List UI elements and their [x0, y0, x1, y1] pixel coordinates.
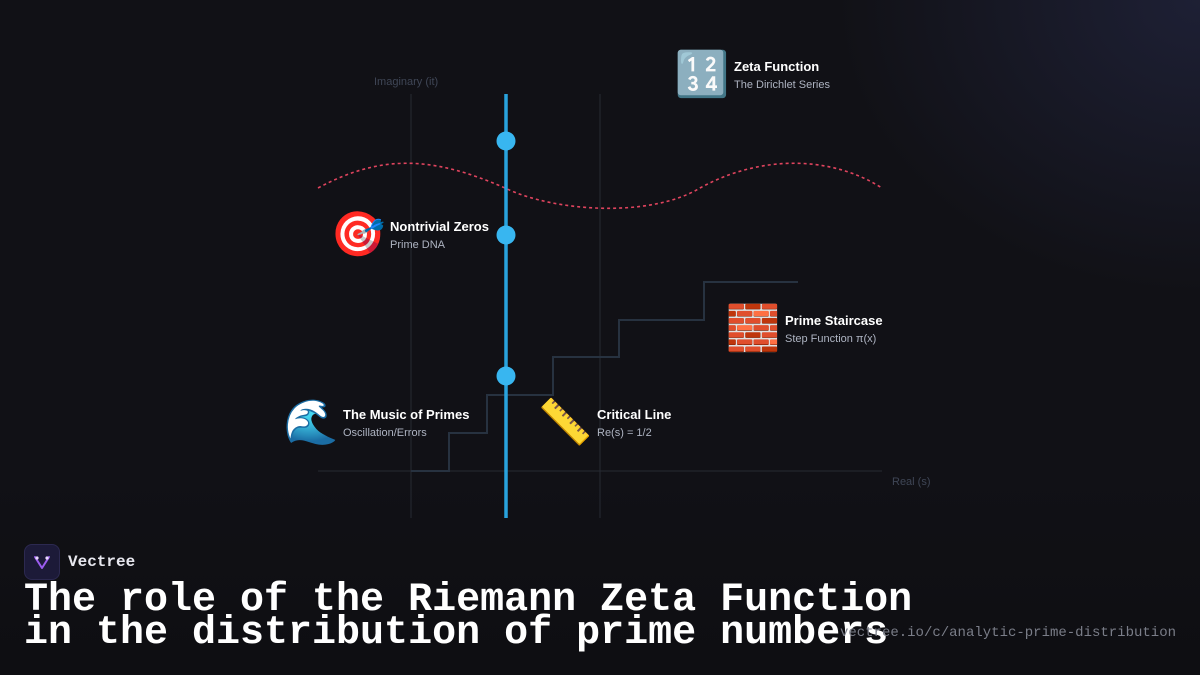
node-subtitle: Re(s) = 1/2 [597, 427, 652, 439]
node-title: Prime Staircase [785, 313, 883, 328]
oscillation-wave [317, 162, 883, 210]
zero-dot [496, 131, 516, 151]
source-url[interactable]: vectree.io/c/analytic-prime-distribution [839, 625, 1176, 641]
wave-icon: 🌊 [283, 397, 339, 448]
node-music-of-primes: 🌊 The Music of Primes Oscillation/Errors [283, 397, 470, 449]
node-subtitle: The Dirichlet Series [734, 79, 830, 91]
title-line-1: The role of the Riemann Zeta Function [24, 578, 913, 623]
node-zeta-function: 🔢 Zeta Function The Dirichlet Series [674, 49, 830, 101]
zero-dot [496, 225, 516, 245]
node-subtitle: Step Function π(x) [785, 333, 877, 345]
node-critical-line: 📏 Critical Line Re(s) = 1/2 [537, 397, 672, 449]
vectree-logo-icon [24, 544, 60, 580]
zero-dot [496, 366, 516, 386]
node-title: The Music of Primes [343, 407, 470, 422]
node-title: Critical Line [597, 407, 672, 422]
target-icon: 🎯 [330, 209, 386, 260]
title-line-2: in the distribution of prime numbers [24, 611, 889, 656]
prime-staircase-line [411, 281, 798, 472]
brand-name: Vectree [68, 553, 136, 571]
1234-keycap-icon: 🔢 [674, 49, 730, 100]
node-subtitle: Oscillation/Errors [343, 427, 427, 439]
real-axis-label: Real (s) [892, 476, 931, 488]
ruler-icon: 📏 [537, 397, 593, 448]
node-nontrivial-zeros: 🎯 Nontrivial Zeros Prime DNA [330, 209, 489, 261]
bricks-icon: 🧱 [725, 303, 781, 354]
node-subtitle: Prime DNA [390, 239, 446, 251]
page-title: The role of the Riemann Zeta Function in… [24, 578, 913, 656]
brand: Vectree [24, 544, 135, 580]
node-prime-staircase: 🧱 Prime Staircase Step Function π(x) [725, 303, 883, 355]
node-title: Zeta Function [734, 59, 820, 74]
node-title: Nontrivial Zeros [390, 219, 489, 234]
imaginary-axis-label: Imaginary (it) [374, 76, 438, 88]
complex-plane-diagram: Imaginary (it) Real (s) [317, 76, 931, 518]
